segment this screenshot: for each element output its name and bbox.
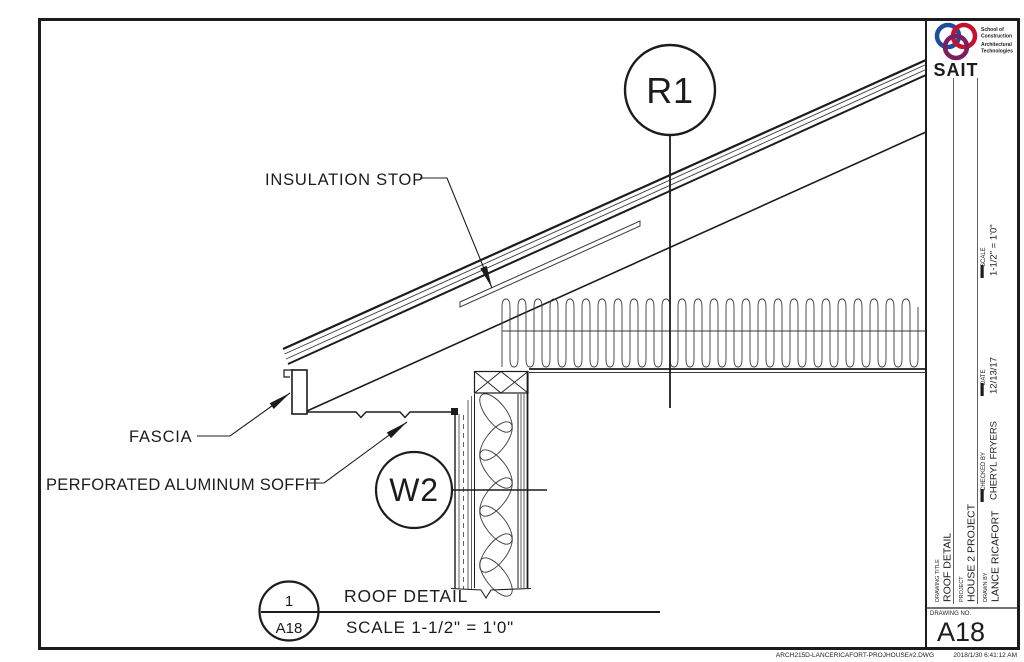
top-plates-cross-box <box>473 370 529 394</box>
fascia-leader-arrow <box>197 392 291 437</box>
fascia-label: FASCIA <box>129 428 193 446</box>
roof-callout: R1 <box>623 43 717 408</box>
insulation-stop-leader-arrow <box>420 177 493 289</box>
svg-text:Construction: Construction <box>981 34 1012 40</box>
soffit-line <box>307 411 452 419</box>
svg-text:Technologies: Technologies <box>981 49 1013 55</box>
soffit-leader-arrow <box>306 421 408 484</box>
field-project-label: PROJECT <box>959 576 965 602</box>
title-block-fields: SCALE 1-1/2" = 1'0" DATE 12/13/17 CHECKE… <box>930 224 1002 647</box>
detail-scale: SCALE 1-1/2" = 1'0" <box>346 618 514 637</box>
detail-title-bubble: 1 A18 ROOF DETAIL SCALE 1-1/2" = 1'0" <box>258 580 660 642</box>
ceiling-insulation-hatch <box>501 298 919 368</box>
wall-section <box>450 370 532 602</box>
field-scale-label: SCALE <box>981 247 987 267</box>
truss-top-chord-line <box>306 131 927 412</box>
insulation-stop-baffle <box>459 220 641 308</box>
sait-logo: SAIT School of Construction Architectura… <box>933 22 1013 80</box>
field-project-value: HOUSE 2 PROJECT <box>966 503 978 602</box>
wall-batt-insulation <box>473 388 519 602</box>
drip-edge <box>283 369 295 378</box>
field-date-value: 12/13/17 <box>989 357 1000 394</box>
soffit-wall-clip <box>451 408 458 415</box>
leader-lines <box>197 177 493 484</box>
sheet-border <box>38 18 1020 650</box>
field-drawn-by-label: DRAWN BY <box>983 572 989 602</box>
field-tick <box>980 265 984 278</box>
title-block-lane-lines <box>953 78 978 604</box>
wall-callout-tag: W2 <box>389 472 439 508</box>
logo-brand-text: SAIT <box>933 60 978 80</box>
detail-number: 1 <box>285 593 293 610</box>
detail-title: ROOF DETAIL <box>344 586 468 606</box>
svg-text:School of: School of <box>981 27 1004 33</box>
field-drawn-by-value: LANCE RICAFORT <box>990 510 1002 602</box>
fascia-board <box>291 369 308 415</box>
insulation-stop-label: INSULATION STOP <box>265 171 424 189</box>
field-tick <box>980 383 984 396</box>
roof-callout-tag: R1 <box>646 70 694 111</box>
detail-sheet: A18 <box>276 620 303 637</box>
field-drawing-title-label: DRAWING TITLE <box>935 559 941 602</box>
field-checked-by-label: CHECKED BY <box>981 452 987 491</box>
svg-text:Architectural: Architectural <box>981 42 1012 48</box>
roof-assembly-lines <box>282 58 927 412</box>
field-drawing-title-value: ROOF DETAIL <box>942 533 954 602</box>
footer-filename: ARCH215D-LANCERICAFORT-PROJHOUSE#2.DWG <box>776 652 934 659</box>
field-date-label: DATE <box>981 369 987 385</box>
logo-school-text: School of Construction Architectural Tec… <box>981 27 1013 55</box>
soffit-label: PERFORATED ALUMINUM SOFFIT <box>46 476 320 494</box>
wall-break-line <box>450 587 532 600</box>
drawing-no-label: DRAWING NO. <box>930 611 971 617</box>
field-checked-by-value: CHERYL FRYERS <box>989 421 1000 500</box>
field-tick <box>980 489 984 502</box>
sait-knot-icon <box>934 22 978 61</box>
drawing-no-value: A18 <box>937 617 985 647</box>
footer-timestamp: 2018/1/30 6:41:12 AM <box>953 652 1017 659</box>
fascia-assembly <box>283 369 308 415</box>
wall-callout: W2 <box>374 450 547 530</box>
field-scale-value: 1-1/2" = 1'0" <box>989 224 1000 276</box>
